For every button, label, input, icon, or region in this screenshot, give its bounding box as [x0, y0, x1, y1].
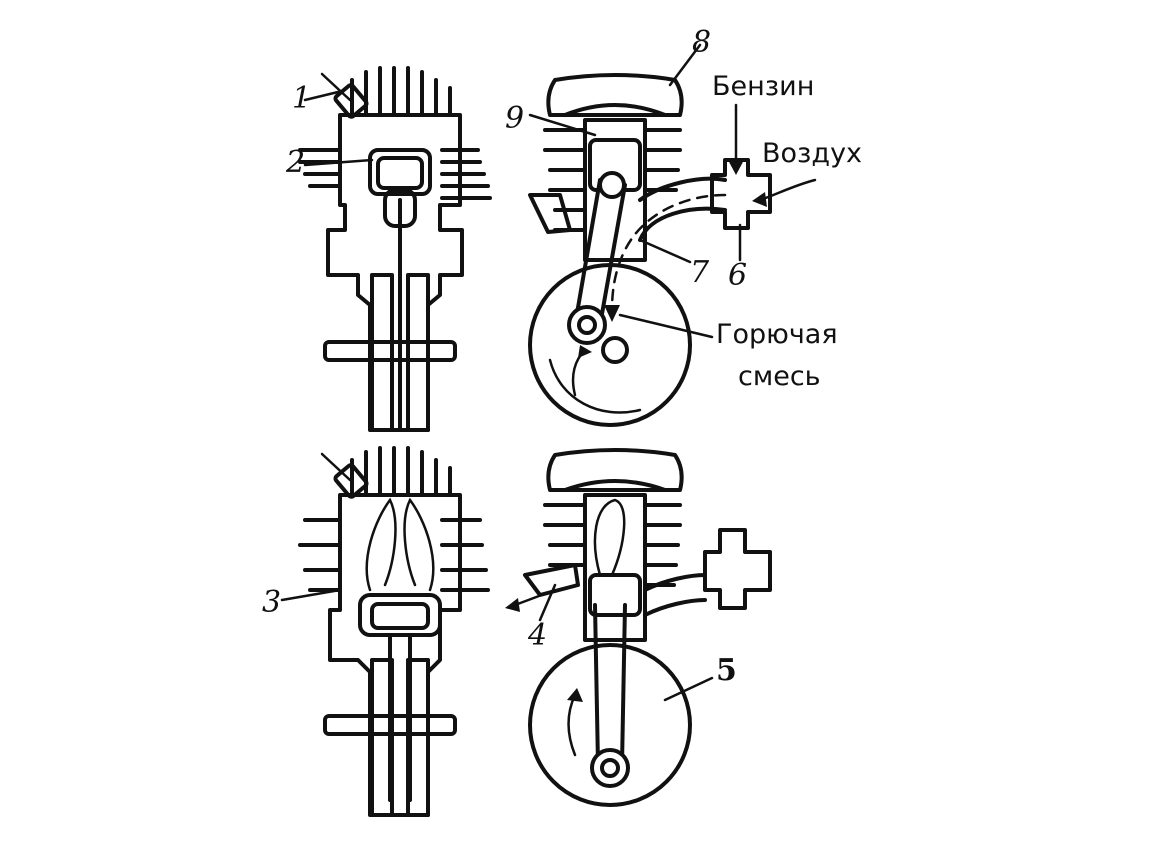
engine-side-view-top [298, 66, 492, 432]
label-vozdukh: Воздух [762, 138, 862, 169]
label-8: 8 [692, 25, 711, 60]
label-2: 2 [285, 145, 305, 180]
label-goryuchaya: Горючая [716, 319, 838, 350]
engine-front-view-top [528, 43, 817, 427]
label-1: 1 [292, 81, 311, 116]
label-7: 7 [690, 255, 710, 290]
label-4: 4 [527, 618, 547, 653]
engine-front-view-bottom [505, 448, 772, 807]
engine-side-view-bottom [298, 446, 490, 817]
label-benzin: Бензин [712, 71, 814, 102]
label-5: 5 [716, 653, 737, 688]
label-smes: смесь [738, 361, 821, 392]
label-3: 3 [262, 585, 281, 620]
label-9: 9 [505, 101, 524, 136]
labels: 1 2 3 4 5 6 7 8 9 Бензин Воздух Горючая … [262, 25, 862, 688]
label-6: 6 [728, 258, 747, 293]
